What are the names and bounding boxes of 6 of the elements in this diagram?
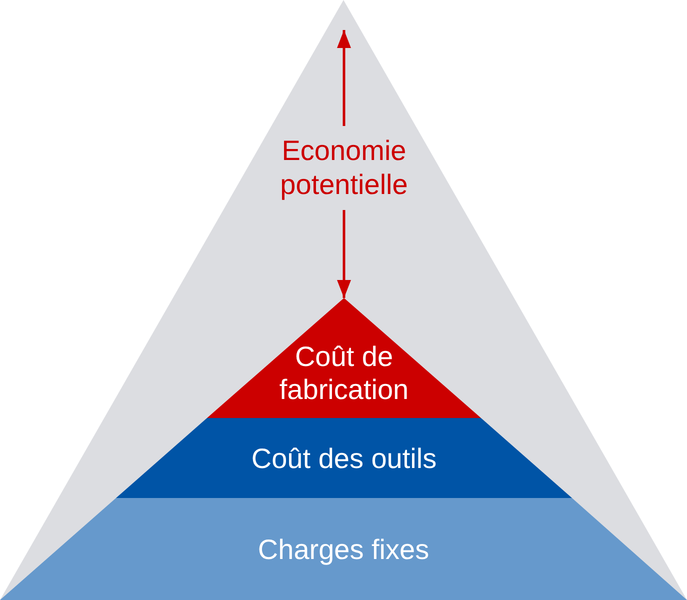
top-triangle [207, 298, 481, 418]
layer-label: Coût de fabrication [279, 340, 409, 406]
bottom-band [0, 498, 687, 600]
layer-label: Coût des outils [251, 442, 437, 474]
layer-label: Charges fixes [258, 532, 430, 566]
middle-band [116, 418, 572, 498]
